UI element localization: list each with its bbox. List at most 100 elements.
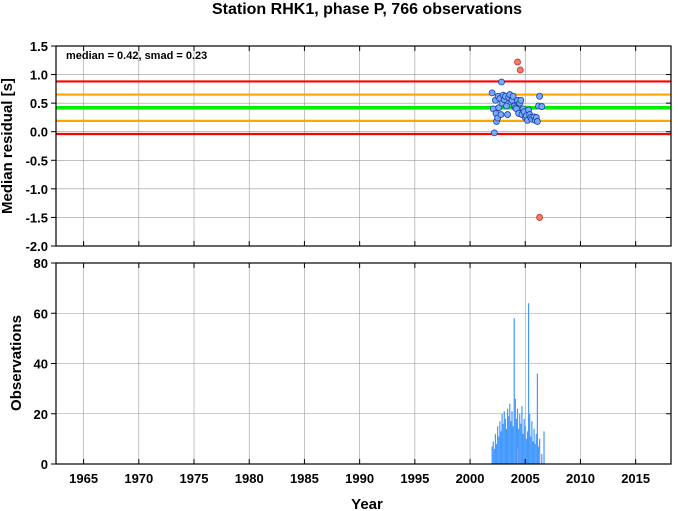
observations-x-ticks: 1965 1970 1975 1980 1985 1990 1995 2000 2005 2010… xyxy=(69,263,650,486)
outlier-point xyxy=(516,66,524,74)
observation-bar xyxy=(509,403,511,464)
residual-point xyxy=(538,103,546,110)
observation-bar xyxy=(492,441,494,464)
observation-bar xyxy=(491,446,493,464)
observation-bar xyxy=(526,431,529,464)
residual-point xyxy=(488,89,496,97)
residual-y-axis-label: Median residual [s] xyxy=(0,78,16,214)
observation-bar xyxy=(499,421,501,464)
y-tick-label: 40 xyxy=(34,357,48,372)
observation-bar xyxy=(533,428,535,464)
observation-bar xyxy=(497,426,499,464)
observation-bar xyxy=(506,408,509,464)
residual-grid xyxy=(56,45,671,247)
observation-bar xyxy=(493,448,495,464)
observation-bar xyxy=(502,423,504,464)
observations-panel: 80 60 40 20 0 1965 1970 1975 1980 1985 1990 1995 20… xyxy=(8,256,672,511)
outlier-bar xyxy=(516,448,519,464)
observation-bar xyxy=(531,421,533,464)
residual-point xyxy=(534,118,541,125)
y-tick-label: -1.5 xyxy=(26,210,48,225)
residual-point xyxy=(517,96,525,104)
residual-panel-frame xyxy=(55,45,672,247)
y-tick-label: 0.5 xyxy=(30,96,48,111)
residual-point xyxy=(504,111,511,118)
x-axis-label: Year xyxy=(351,496,383,511)
outlier-point xyxy=(536,214,544,221)
observation-bar xyxy=(512,426,514,464)
residual-point xyxy=(498,78,505,86)
observations-y-axis-label: Observations xyxy=(8,315,25,411)
x-tick-label: 1990 xyxy=(345,471,374,486)
residual-point xyxy=(495,104,503,112)
observation-bar xyxy=(514,398,516,464)
residual-point xyxy=(536,92,544,100)
residual-x-ticks xyxy=(83,46,637,246)
x-tick-label: 1985 xyxy=(290,471,319,486)
observation-bar xyxy=(534,443,536,464)
observation-bar xyxy=(495,443,498,464)
observation-bar xyxy=(508,416,510,464)
x-tick-label: 2010 xyxy=(566,471,595,486)
y-tick-label: 60 xyxy=(34,306,48,321)
x-tick-label: 2005 xyxy=(511,471,540,486)
observation-bar xyxy=(523,418,525,464)
x-tick-label: 1975 xyxy=(180,471,209,486)
residual-point xyxy=(497,111,505,118)
observation-bar xyxy=(516,408,519,464)
y-tick-label: 80 xyxy=(34,256,48,271)
x-tick-label: 1995 xyxy=(400,471,429,486)
observation-bars xyxy=(491,303,545,464)
observation-bar xyxy=(504,418,506,464)
y-tick-label: 0.0 xyxy=(30,125,48,140)
observation-bar xyxy=(511,411,513,464)
observation-bar xyxy=(494,433,497,464)
y-tick-label: 20 xyxy=(34,407,48,422)
x-tick-label: 1980 xyxy=(235,471,264,486)
observation-bar xyxy=(518,428,520,464)
residual-y-ticks: 1.5 1.0 0.5 0.0 -0.5 -1.0 -1.5 -2.0 xyxy=(26,39,671,254)
y-tick-label: -2.0 xyxy=(26,239,48,254)
x-tick-label: 2000 xyxy=(456,471,485,486)
residual-point xyxy=(503,102,510,110)
residual-reference-lines xyxy=(56,80,671,136)
x-tick-label: 1965 xyxy=(69,471,98,486)
y-tick-label: 0 xyxy=(41,457,48,472)
observation-bar xyxy=(501,413,503,464)
observations-y-ticks: 80 60 40 20 0 xyxy=(34,256,671,472)
observation-bar xyxy=(535,433,537,464)
y-tick-label: 1.5 xyxy=(30,39,48,54)
observation-bar xyxy=(520,423,522,464)
y-tick-label: -1.0 xyxy=(26,182,48,197)
observation-bar xyxy=(525,438,527,464)
residual-point xyxy=(509,92,517,100)
observation-bar xyxy=(543,431,545,464)
observation-bar xyxy=(536,373,539,464)
observation-bar xyxy=(498,436,500,464)
stats-annotation: median = 0.42, smad = 0.23 xyxy=(66,50,207,62)
outlier-point xyxy=(514,58,521,66)
observation-bar xyxy=(519,413,521,464)
observation-bar xyxy=(532,441,534,464)
y-tick-label: -0.5 xyxy=(26,153,48,168)
observation-bar xyxy=(510,421,512,464)
residual-point xyxy=(490,129,498,137)
observations-grid xyxy=(56,262,671,465)
observation-bar xyxy=(529,413,531,464)
outlier-bar xyxy=(539,451,541,464)
x-tick-label: 2015 xyxy=(621,471,650,486)
observation-bar xyxy=(537,446,540,464)
residual-panel: 1.5 1.0 0.5 0.0 -0.5 -1.0 -1.5 -2.0 median = 0.… xyxy=(0,39,672,254)
observation-bar xyxy=(503,411,505,464)
observation-bar xyxy=(530,436,532,464)
observation-bar xyxy=(541,453,543,464)
y-tick-label: 1.0 xyxy=(30,68,48,83)
observation-bar xyxy=(505,428,508,464)
x-tick-label: 1970 xyxy=(124,471,153,486)
observation-bar xyxy=(522,433,524,464)
observation-bar xyxy=(515,418,518,464)
observation-bar xyxy=(524,426,526,464)
observation-bar xyxy=(527,303,530,464)
residual-points xyxy=(488,58,546,221)
